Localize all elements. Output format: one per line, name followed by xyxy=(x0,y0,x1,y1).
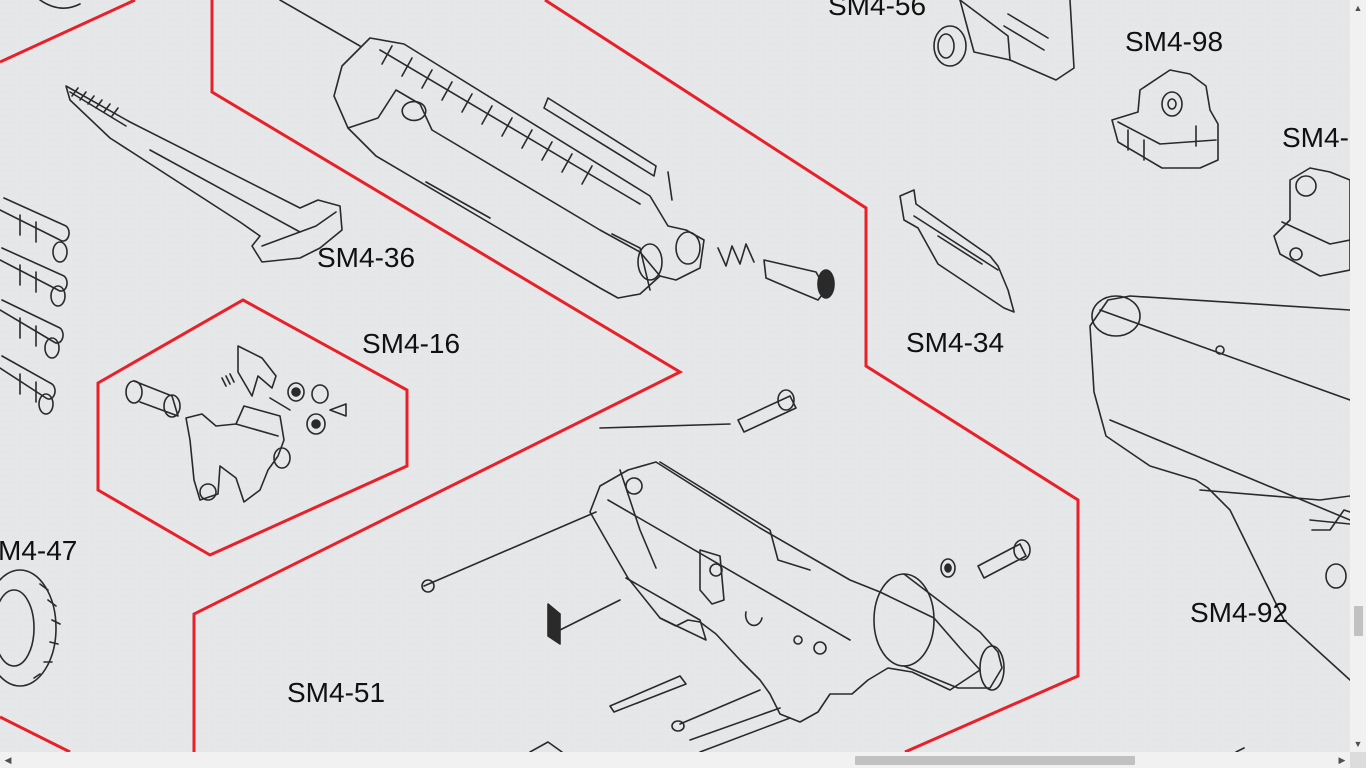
boundary-bottom-left xyxy=(0,715,71,752)
scroll-right-arrow-icon[interactable]: ▶ xyxy=(1338,754,1346,765)
boundary-upper-receiver xyxy=(192,0,684,752)
scroll-up-arrow-icon[interactable]: ▲ xyxy=(1353,3,1363,13)
scroll-left-arrow-icon[interactable]: ◀ xyxy=(4,754,12,765)
vertical-scrollbar[interactable]: ▲ ▼ xyxy=(1350,0,1366,752)
part-hopup-sm4-16 xyxy=(125,345,347,503)
part-label-sm4-51: SM4-51 xyxy=(287,677,386,708)
vertical-scroll-thumb[interactable] xyxy=(1354,606,1363,636)
part-pins-left xyxy=(0,197,70,415)
part-label-sm4-98: SM4-98 xyxy=(1125,26,1224,57)
horizontal-scroll-thumb[interactable] xyxy=(855,756,1135,765)
part-label-sm4-right-partial: SM4- xyxy=(1282,122,1349,153)
part-label-sm4-16: SM4-16 xyxy=(362,328,461,359)
part-spring-rod xyxy=(717,243,835,301)
part-label-sm4-56: SM4-56 xyxy=(828,0,927,21)
part-top-left-fragment xyxy=(39,0,81,9)
part-lower-receiver-sm4-51 xyxy=(421,389,1031,752)
horizontal-scrollbar[interactable]: ◀ ▶ xyxy=(0,752,1350,768)
boundary-sm4-16 xyxy=(96,298,409,557)
part-upper-receiver xyxy=(279,0,705,299)
parts-diagram-viewport: SM4-56 SM4-98 SM4- SM4-36 SM4-16 SM4-34 … xyxy=(0,0,1350,752)
part-label-sm4-92: SM4-92 xyxy=(1190,597,1289,628)
part-label-sm4-47: M4-47 xyxy=(0,535,78,566)
part-rail-sm4-34 xyxy=(899,189,1015,313)
part-sight-right-partial xyxy=(1273,167,1350,277)
part-label-sm4-36: SM4-36 xyxy=(317,242,416,273)
part-stock-sm4-92 xyxy=(1089,295,1350,681)
scroll-down-arrow-icon[interactable]: ▼ xyxy=(1353,739,1363,749)
boundary-right-column xyxy=(544,0,1080,752)
part-label-sm4-34: SM4-34 xyxy=(906,327,1005,358)
part-sight-sm4-56 xyxy=(933,0,1075,81)
boundary-top-left xyxy=(0,0,136,64)
part-bottom-right-fragment xyxy=(1235,747,1245,752)
part-flash-hider-sm4-47 xyxy=(0,569,61,687)
part-charging-handle xyxy=(65,85,343,263)
section-boundaries xyxy=(0,0,1080,752)
scrollbar-corner xyxy=(1350,752,1366,768)
exploded-parts-diagram xyxy=(0,0,1350,752)
part-rear-sight-sm4-98 xyxy=(1111,69,1219,169)
